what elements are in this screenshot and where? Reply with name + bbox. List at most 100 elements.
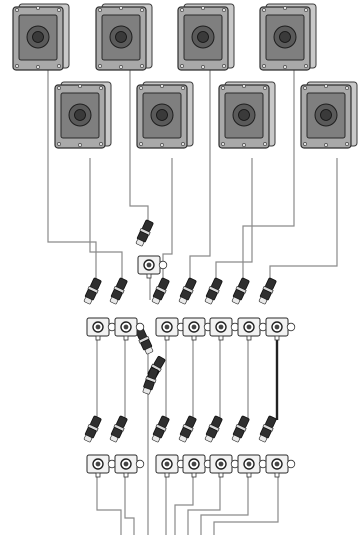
socket-core bbox=[164, 461, 170, 467]
lens-center bbox=[320, 109, 332, 121]
box-terminal bbox=[191, 335, 197, 341]
screw-icon bbox=[263, 86, 267, 90]
camera-enclosure-1 bbox=[12, 3, 70, 71]
camera-enclosure-7 bbox=[218, 81, 276, 149]
screw-icon bbox=[262, 64, 266, 68]
screw-icon bbox=[36, 65, 40, 69]
box-terminal bbox=[246, 335, 252, 341]
lens-center bbox=[115, 31, 127, 43]
junction-box-row1-2 bbox=[114, 317, 145, 341]
box-terminal bbox=[95, 472, 101, 478]
socket-core bbox=[123, 324, 129, 330]
screw-icon bbox=[181, 86, 185, 90]
cable-22 bbox=[213, 475, 279, 535]
plug-tip bbox=[178, 434, 188, 443]
enclosure-layer bbox=[12, 3, 358, 149]
screw-icon bbox=[283, 65, 287, 69]
screw-icon bbox=[201, 6, 205, 10]
plug-tip bbox=[144, 346, 154, 355]
screw-icon bbox=[345, 142, 349, 146]
socket-core bbox=[191, 324, 197, 330]
junction-box-row2-3 bbox=[155, 454, 186, 478]
screw-icon bbox=[262, 8, 266, 12]
junction-box-row2-2 bbox=[114, 454, 145, 478]
cable-19 bbox=[174, 475, 194, 535]
plug-connector-row1-3 bbox=[151, 277, 170, 305]
screw-icon bbox=[139, 142, 143, 146]
junction-box-row1-1 bbox=[86, 317, 117, 341]
lens-center bbox=[32, 31, 44, 43]
box-terminal bbox=[146, 273, 152, 279]
socket-core bbox=[164, 324, 170, 330]
box-cap bbox=[135, 322, 145, 332]
plug-layer bbox=[83, 219, 277, 443]
plug-tip bbox=[231, 296, 241, 305]
camera-enclosure-5 bbox=[54, 81, 112, 149]
cable-16 bbox=[96, 475, 122, 535]
screw-icon bbox=[139, 86, 143, 90]
lens-center bbox=[197, 31, 209, 43]
screw-icon bbox=[324, 143, 328, 147]
screw-icon bbox=[180, 64, 184, 68]
box-terminal bbox=[95, 335, 101, 341]
cable-3 bbox=[129, 70, 149, 226]
box-terminal bbox=[164, 472, 170, 478]
socket-core bbox=[95, 324, 101, 330]
screw-icon bbox=[160, 84, 164, 88]
plug-tip bbox=[83, 296, 93, 305]
box-terminal bbox=[191, 472, 197, 478]
box-terminal bbox=[123, 335, 129, 341]
lens-center bbox=[74, 109, 86, 121]
screw-icon bbox=[119, 65, 123, 69]
plug-tip bbox=[109, 296, 119, 305]
socket-core bbox=[274, 324, 280, 330]
screw-icon bbox=[201, 65, 205, 69]
cable-5 bbox=[189, 70, 211, 282]
screw-icon bbox=[263, 142, 267, 146]
socket-core bbox=[218, 461, 224, 467]
plug-connector-row2-5 bbox=[204, 415, 223, 443]
screw-icon bbox=[140, 8, 144, 12]
screw-icon bbox=[242, 84, 246, 88]
junction-box-row1-3 bbox=[155, 317, 186, 341]
plug-connector-row1-2 bbox=[109, 277, 128, 305]
box-terminal bbox=[218, 472, 224, 478]
cable-17 bbox=[124, 475, 135, 535]
plug-connector-feed-top bbox=[135, 219, 154, 247]
junction-box-row2-4 bbox=[182, 454, 213, 478]
screw-icon bbox=[160, 143, 164, 147]
screw-icon bbox=[119, 6, 123, 10]
box-terminal bbox=[246, 472, 252, 478]
screw-icon bbox=[57, 64, 61, 68]
cable-6 bbox=[215, 158, 253, 282]
screw-icon bbox=[78, 143, 82, 147]
screw-icon bbox=[304, 8, 308, 12]
box-terminal bbox=[274, 335, 280, 341]
plug-connector-row2-1 bbox=[83, 415, 102, 443]
lens-center bbox=[238, 109, 250, 121]
box-terminal bbox=[274, 472, 280, 478]
camera-enclosure-3 bbox=[177, 3, 235, 71]
cable-2 bbox=[89, 158, 123, 282]
screw-icon bbox=[181, 142, 185, 146]
junction-box-row2-6 bbox=[237, 454, 268, 478]
screw-icon bbox=[99, 142, 103, 146]
plug-connector-row2-4 bbox=[178, 415, 197, 443]
socket-core bbox=[218, 324, 224, 330]
plug-tip bbox=[204, 296, 214, 305]
screw-icon bbox=[345, 86, 349, 90]
socket-core bbox=[95, 461, 101, 467]
junction-box-row2-1 bbox=[86, 454, 117, 478]
box-terminal bbox=[164, 335, 170, 341]
plug-connector-row2-2 bbox=[109, 415, 128, 443]
plug-connector-row1-4 bbox=[178, 277, 197, 305]
plug-connector-row1-1 bbox=[83, 277, 102, 305]
box-terminal bbox=[218, 335, 224, 341]
screw-icon bbox=[98, 8, 102, 12]
plug-tip bbox=[109, 434, 119, 443]
camera-enclosure-6 bbox=[136, 81, 194, 149]
screw-icon bbox=[222, 64, 226, 68]
screw-icon bbox=[57, 8, 61, 12]
plug-connector-row2-7 bbox=[258, 415, 277, 443]
plug-connector-row1-6 bbox=[231, 277, 250, 305]
